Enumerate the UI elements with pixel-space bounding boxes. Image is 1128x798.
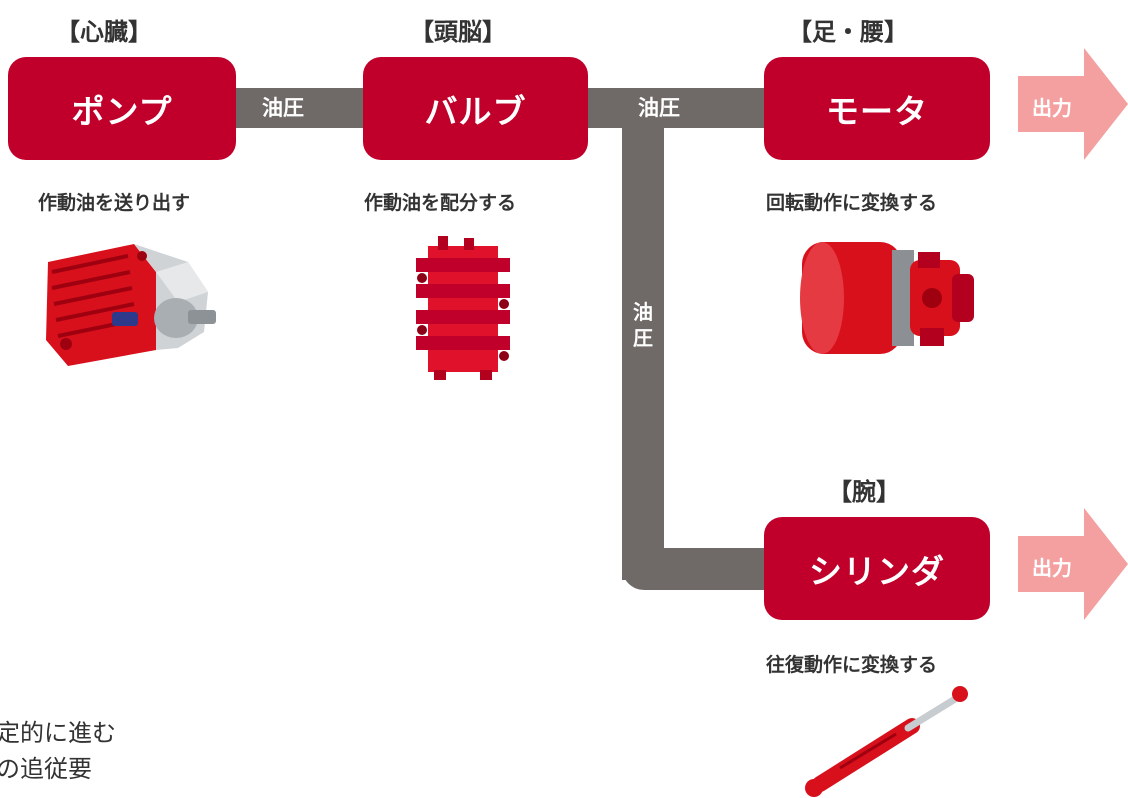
output-arrow-motor	[1018, 48, 1128, 160]
pump-description: 作動油を送り出す	[38, 192, 191, 214]
motor-box: モータ	[764, 57, 990, 160]
pump-box: ポンプ	[8, 57, 236, 160]
cylinder-image	[805, 686, 968, 797]
role-valve: 【頭脳】	[410, 18, 506, 46]
motor-image	[800, 242, 974, 354]
bottom-text-line2: の追従要	[0, 755, 92, 783]
cylinder-box: シリンダ	[764, 517, 990, 620]
valve-image	[416, 236, 510, 380]
output-arrow-cylinder	[1018, 508, 1128, 620]
pipe-label-vertical-1: 油	[633, 300, 653, 324]
motor-description: 回転動作に変換する	[766, 192, 938, 214]
output-label-motor: 出力	[1032, 96, 1072, 120]
output-label-cylinder: 出力	[1032, 556, 1072, 580]
cylinder-description: 往復動作に変換する	[766, 654, 938, 676]
cylinder-label: シリンダ	[809, 551, 945, 591]
valve-box: バルブ	[363, 57, 588, 160]
bottom-text-line1: 定的に進む	[0, 719, 116, 747]
valve-label: バルブ	[424, 91, 527, 131]
pump-label: ポンプ	[71, 91, 173, 131]
pipe-label-valve-motor: 油圧	[638, 96, 680, 120]
role-pump: 【心臓】	[56, 18, 152, 46]
valve-description: 作動油を配分する	[364, 192, 517, 214]
pipe-valve-motor	[580, 88, 770, 128]
pipe-label-pump-valve: 油圧	[262, 96, 304, 120]
pipe-pump-valve	[230, 88, 370, 128]
pipe-vertical	[622, 100, 664, 580]
motor-label: モータ	[826, 91, 928, 131]
pipe-label-vertical-2: 圧	[633, 326, 653, 350]
pipe-to-cylinder	[622, 548, 772, 590]
role-cylinder: 【腕】	[828, 478, 900, 506]
pump-image	[46, 244, 216, 366]
role-motor: 【足・腰】	[788, 18, 908, 46]
